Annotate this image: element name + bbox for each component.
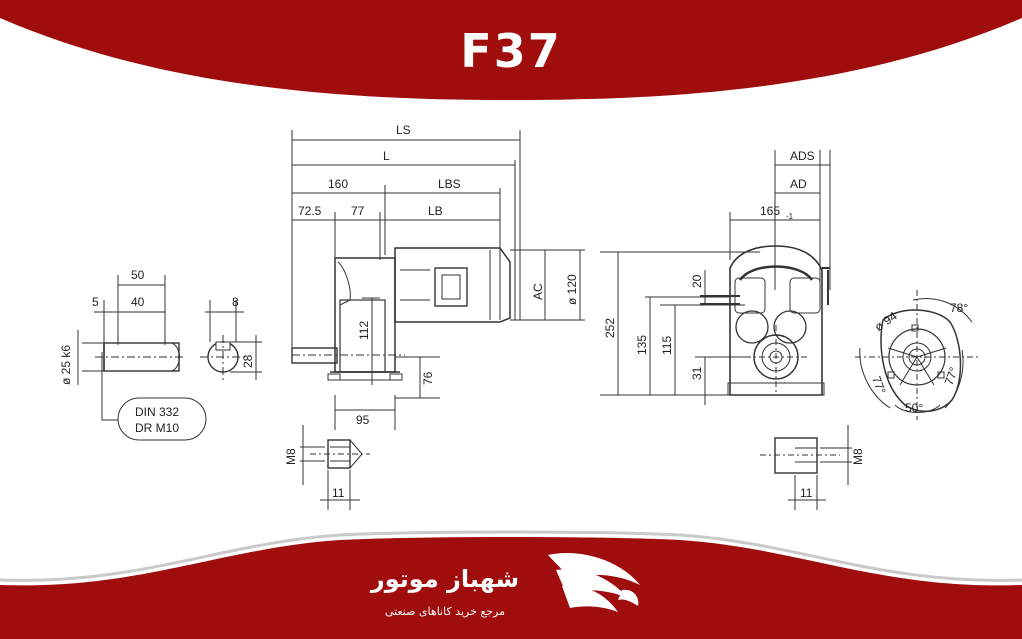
thread-detail-right: [760, 425, 852, 510]
thread-detail-left: [300, 425, 370, 510]
callout-dr: DR M10: [135, 421, 179, 435]
side-view-drawing: [291, 130, 585, 430]
dim-135: 135: [635, 335, 649, 355]
dim-lbs: LBS: [438, 177, 461, 191]
dim-112: 112: [357, 321, 371, 340]
dim-20: 20: [690, 274, 704, 288]
dim-31: 31: [690, 366, 704, 380]
dim-ls: LS: [396, 123, 411, 137]
dim-72-5: 72.5: [298, 204, 322, 218]
angle-77-right: 77°: [942, 365, 961, 387]
eagle-wing-icon: [548, 553, 640, 612]
dim-m8-left: M8: [284, 448, 298, 465]
dim-key-8: 8: [232, 295, 239, 309]
dim-165: 165: [760, 204, 780, 218]
footer-band-edge: [0, 530, 1022, 582]
dim-115: 115: [660, 336, 674, 355]
dim-m8-right: M8: [851, 448, 865, 465]
dim-11-right: 11: [800, 486, 813, 500]
dim-77: 77: [351, 204, 365, 218]
dim-252: 252: [603, 318, 617, 338]
dim-5: 5: [92, 295, 99, 309]
brand-name: شهباز موتور: [370, 565, 520, 593]
angle-77-left: 77°: [869, 374, 888, 396]
dim-165-tol: -1: [786, 212, 794, 221]
dim-76: 76: [421, 371, 435, 385]
dim-11-left: 11: [332, 486, 345, 500]
flange-view-drawing: [855, 290, 980, 420]
dim-ads: ADS: [790, 149, 815, 163]
dimension-labels: 50 40 5 ø 25 k6 8 28 DIN 332 DR M10 LS L…: [59, 123, 968, 500]
dim-diameter-25: ø 25 k6: [59, 345, 73, 385]
shaft-key-detail: [77, 275, 262, 441]
dim-40: 40: [131, 295, 145, 309]
angle-78: 78°: [950, 301, 968, 315]
header-band: [0, 0, 1022, 100]
page-title: F37: [460, 24, 562, 78]
dim-95: 95: [356, 413, 370, 427]
angle-50: 50°: [905, 401, 923, 415]
footer-band: [0, 537, 1022, 639]
dim-lb: LB: [428, 204, 443, 218]
dim-key-28: 28: [241, 354, 255, 368]
dim-l: L: [383, 149, 390, 163]
dim-ac: AC: [531, 283, 545, 300]
callout-din: DIN 332: [135, 405, 179, 419]
front-view-drawing: [600, 150, 831, 405]
dim-ad: AD: [790, 177, 807, 191]
brand-tagline: مرجع خرید کاناهای صنعتی: [384, 605, 506, 618]
dim-50: 50: [131, 268, 145, 282]
dim-d120: ø 120: [565, 274, 579, 305]
dim-160: 160: [328, 177, 348, 191]
